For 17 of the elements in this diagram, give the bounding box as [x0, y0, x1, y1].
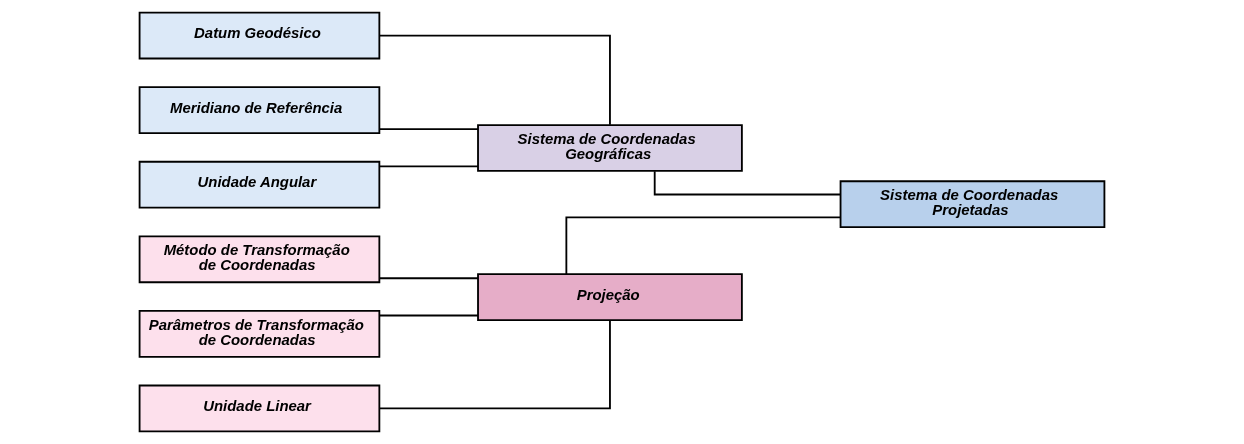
connector	[653, 170, 842, 196]
node-box: Unidade Linear	[138, 384, 381, 433]
node-box: Sistema de Coordenadas Geográficas	[477, 124, 743, 172]
connector	[378, 277, 479, 280]
connector	[378, 128, 479, 130]
node-box: Projeção	[477, 273, 743, 321]
node-box: Datum Geodésico	[138, 11, 381, 60]
node-box: Sistema de Coordenadas Projetadas	[839, 180, 1106, 229]
node-box: Parâmetros de Transformação de Coordenadas	[138, 310, 381, 358]
connector	[378, 165, 479, 168]
node-box: Unidade Angular	[138, 160, 381, 209]
connector	[378, 319, 611, 410]
connector	[565, 216, 841, 275]
node-box: Meridiano de Referência	[138, 86, 381, 134]
connector	[378, 34, 611, 126]
node-box: Método de Transformação de Coordenadas	[138, 235, 381, 284]
connector	[378, 314, 479, 317]
